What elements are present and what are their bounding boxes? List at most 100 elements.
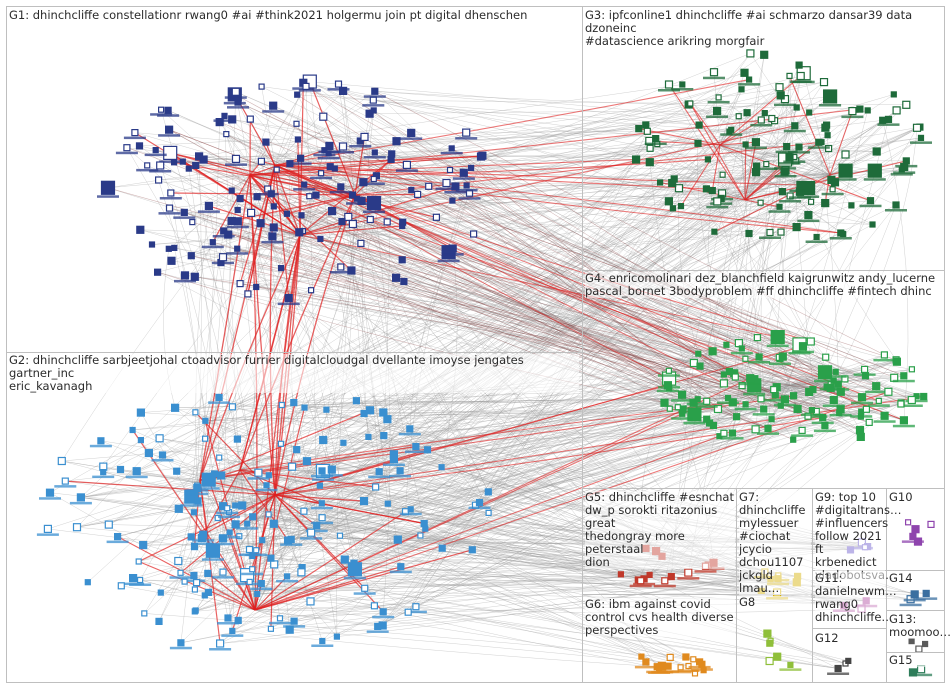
- inter-edge-g1-g3: [411, 169, 902, 191]
- inter-edge-g1-g2: [322, 182, 364, 471]
- intra-edge-g2: [49, 492, 256, 611]
- node-g2: [226, 529, 233, 536]
- node-g2: [365, 433, 372, 440]
- node-caption-g2: [468, 506, 491, 510]
- intra-edge-g4: [789, 384, 912, 401]
- node-g2: [389, 454, 398, 464]
- node-g2: [359, 497, 369, 506]
- node-g1: [180, 271, 190, 280]
- intra-edge-g1: [274, 90, 344, 166]
- node-g2: [300, 507, 308, 515]
- intra-edge-g1: [299, 234, 352, 271]
- node-g4: [793, 404, 802, 413]
- inter-edge-g1-g3: [303, 82, 698, 144]
- node-caption-g1: [458, 197, 481, 200]
- node-caption-g2: [201, 558, 224, 561]
- node-caption-g1: [159, 197, 182, 200]
- node-caption-g6: [657, 670, 680, 673]
- node-caption-g4: [873, 358, 896, 362]
- node-g1: [338, 218, 346, 226]
- node-g1: [366, 215, 374, 224]
- intra-edge-g2: [254, 540, 289, 611]
- inter-edge-g2-g4: [178, 432, 733, 562]
- node-g2: [174, 504, 183, 513]
- node-g1: [402, 160, 411, 169]
- node-g2: [157, 589, 164, 596]
- inter-edge-g1-g2: [158, 202, 375, 622]
- node-caption-g2: [212, 576, 234, 579]
- node-caption-g4: [686, 402, 709, 406]
- inter-edge-g1-g3: [391, 112, 748, 155]
- node-g4: [789, 392, 798, 400]
- node-g1: [334, 80, 343, 88]
- node-g1: [308, 287, 315, 294]
- inter-edge-g2-g6: [242, 505, 702, 665]
- node-g4: [798, 426, 806, 434]
- node-g4: [746, 374, 755, 383]
- node-caption-g3: [885, 209, 907, 212]
- node-g2: [216, 454, 223, 461]
- inter-edge-g2-g6: [339, 535, 669, 667]
- node-caption-g4: [814, 379, 836, 383]
- inter-edge-g1-g2: [163, 248, 176, 408]
- node-g2: [412, 443, 420, 451]
- node-g2: [206, 542, 213, 549]
- node-g2: [404, 608, 412, 616]
- node-g1: [244, 290, 252, 298]
- inter-edge-g1-g2: [188, 168, 224, 539]
- inter-edge-g1-g2: [61, 220, 232, 462]
- inter-edge-g2-g4: [321, 369, 865, 504]
- node-g2: [288, 462, 297, 471]
- node-g2: [84, 579, 91, 586]
- intra-edge-g2: [120, 469, 201, 481]
- node-g1: [136, 225, 145, 234]
- node-caption-g1: [437, 259, 460, 263]
- node-g2: [137, 576, 144, 584]
- node-caption-g2: [36, 533, 59, 536]
- node-caption-g4: [850, 415, 873, 418]
- node-g1: [463, 182, 470, 189]
- node-g5: [709, 558, 718, 567]
- inter-edge-g2-g4: [228, 351, 713, 513]
- inter-edge-g2-g3: [249, 96, 831, 550]
- node-g1: [185, 165, 192, 172]
- node-g1: [448, 244, 457, 253]
- inter-edge-g1-g4: [174, 247, 863, 398]
- intra-edge-g4: [789, 384, 879, 402]
- inter-edge-dark: [373, 178, 897, 361]
- inter-edge-g1-g3: [452, 110, 868, 201]
- inter-edge-g2-g5: [294, 580, 641, 622]
- inter-edge-g1-g3: [297, 94, 700, 126]
- inter-edge-g2-g3: [208, 202, 761, 480]
- inter-edge-dark: [223, 230, 798, 410]
- node-caption-g1: [150, 113, 173, 116]
- node-g2: [393, 535, 402, 544]
- node-g2: [117, 582, 125, 590]
- node-caption-g2: [372, 615, 395, 619]
- node-g1: [338, 142, 348, 151]
- node-g3: [631, 155, 641, 164]
- node-g1: [192, 161, 200, 169]
- node-g1: [325, 141, 334, 150]
- node-caption-g3: [890, 173, 913, 176]
- node-caption-g3: [744, 146, 767, 150]
- node-g1: [167, 256, 176, 265]
- node-g2: [284, 536, 293, 545]
- inter-edge-dark: [300, 158, 904, 377]
- inter-edge-g2-g4: [288, 391, 810, 541]
- intra-edge-g2: [274, 413, 365, 496]
- node-g6: [677, 664, 684, 671]
- inter-edge-g1-g4: [351, 270, 834, 401]
- node-g4: [768, 416, 775, 423]
- node-g1: [468, 164, 475, 171]
- inter-edge-g2-g3: [80, 127, 918, 498]
- node-g11: [840, 601, 848, 610]
- inter-edge-g2-g4: [301, 428, 769, 573]
- inter-edge-g3-g4: [833, 127, 918, 381]
- node-g3: [848, 202, 855, 209]
- node-g3: [766, 228, 774, 237]
- inter-edge-g2-g6: [397, 539, 704, 671]
- node-caption-g1: [435, 187, 458, 190]
- node-g1: [462, 128, 471, 137]
- inter-edge-dark: [219, 121, 902, 404]
